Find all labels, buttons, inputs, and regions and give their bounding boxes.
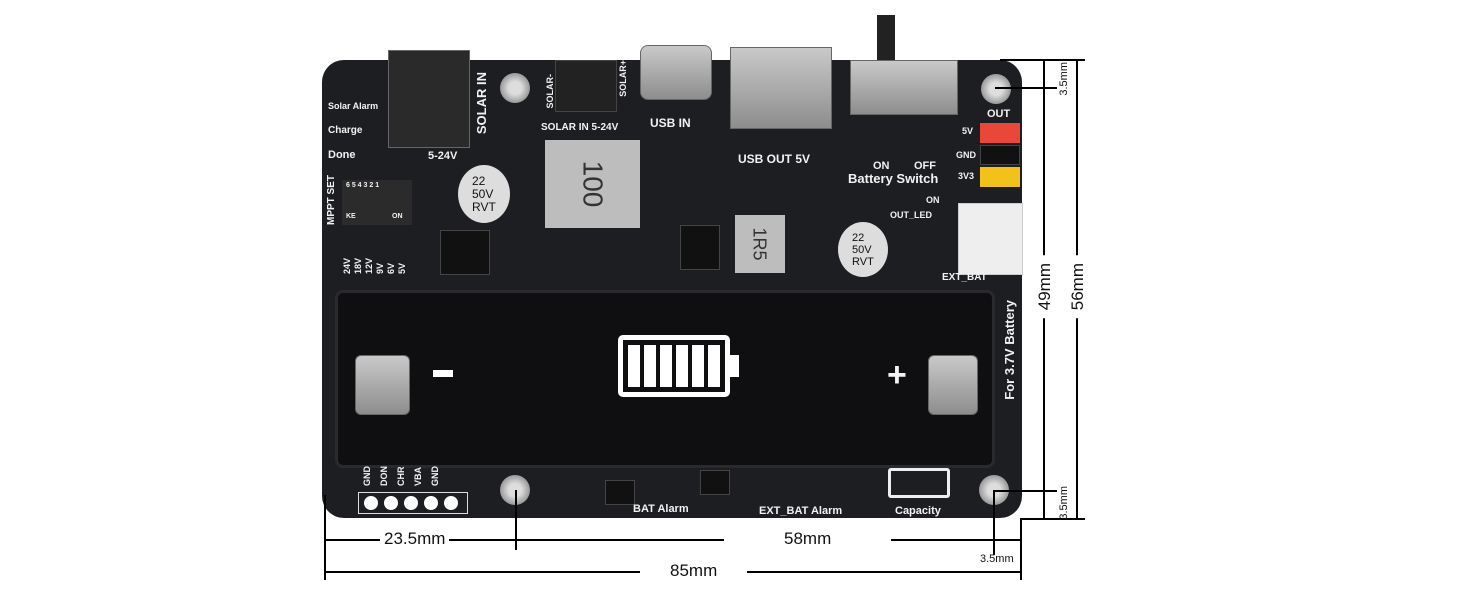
inductor-value: 100	[577, 160, 609, 208]
pin-header-5v[interactable]	[980, 123, 1020, 143]
dim-extension	[993, 490, 995, 555]
solar-minus-label: SOLAR-	[545, 74, 555, 109]
switch-off-label: OFF	[914, 160, 936, 172]
minus-sign	[433, 370, 453, 377]
dc-range-label: 5-24V	[428, 150, 458, 162]
cap-value: 22	[472, 174, 486, 188]
usb-out-label: USB OUT 5V	[738, 152, 811, 166]
header-pin-labels: GND DON CHR VBA GND	[362, 466, 440, 486]
inductor-1r5: 1R5	[735, 215, 785, 273]
pin-label: DON	[379, 466, 389, 486]
battery-label: For 3.7V Battery	[1002, 300, 1017, 400]
dim-extension	[1000, 59, 1085, 61]
cap-voltage: 50V	[472, 187, 494, 201]
done-label: Done	[328, 149, 356, 161]
mppt-24v: 24V	[342, 258, 352, 275]
usb-c-port	[640, 45, 712, 100]
battery-contact-negative	[355, 355, 410, 415]
mppt-voltages: 24V 18V 12V 9V 6V 5V	[342, 258, 407, 274]
battery-icon	[618, 335, 730, 397]
dim-height: 56mm	[1066, 255, 1090, 319]
dim-extension	[995, 87, 1057, 89]
out-led-label: OUT_LED	[890, 210, 933, 220]
ic-chip	[440, 230, 490, 275]
charge-label: Charge	[328, 125, 363, 136]
dim-extension	[995, 490, 1057, 492]
pin-5v-label: 5V	[962, 126, 974, 136]
cap-value: 22	[852, 232, 865, 244]
dip-numbers: 6 5 4 3 2 1	[346, 182, 380, 189]
mppt-9v: 9V	[375, 263, 385, 275]
dc-jack	[388, 50, 470, 148]
mounting-screw	[500, 73, 530, 103]
plus-sign: +	[887, 356, 907, 394]
dip-on-label: ON	[392, 213, 403, 220]
solar-plus-label: SOLAR+	[618, 60, 628, 97]
capacitor: 22 50V RVT	[458, 165, 510, 223]
inductor-value: 1R5	[750, 227, 770, 261]
battery-switch-label: Battery Switch	[848, 171, 939, 186]
dim-hole-to-top: 3.5mm	[1058, 62, 1070, 96]
mppt-dip-switch[interactable]	[342, 180, 412, 225]
solar-in-label: SOLAR IN	[474, 72, 489, 135]
ic-chip	[680, 225, 720, 270]
gpio-header[interactable]	[358, 492, 468, 514]
battery-holder	[335, 290, 995, 468]
cap-voltage: 50V	[852, 244, 872, 256]
solar-alarm-label: Solar Alarm	[328, 101, 379, 111]
capacity-led-bar	[888, 468, 950, 498]
cap-type: RVT	[472, 200, 496, 214]
ic-chip	[700, 470, 730, 495]
pin-label: GND	[362, 466, 372, 486]
switch-on-label: ON	[873, 160, 890, 172]
dim-hole-to-hole-y: 49mm	[1033, 255, 1057, 319]
pin-label: VBA	[413, 466, 423, 486]
usb-a-port	[730, 47, 832, 129]
ext-bat-label: EXT_BAT	[942, 272, 987, 283]
battery-contact-positive	[928, 355, 978, 415]
out-label: OUT	[987, 108, 1011, 120]
inductor-100: 100	[545, 140, 640, 228]
dim-extension	[1020, 518, 1022, 580]
ext-bat-alarm-label: EXT_BAT Alarm	[759, 505, 843, 517]
switch-knob[interactable]	[877, 15, 895, 65]
dim-width: 85mm	[640, 561, 748, 581]
dip-ke-label: KE	[346, 213, 356, 220]
pin-3v3-label: 3V3	[958, 171, 975, 181]
out-led-on-label: ON	[926, 195, 940, 205]
dim-hole-to-hole-x: 58mm	[724, 529, 892, 549]
dim-extension	[515, 490, 517, 550]
mppt-18v: 18V	[353, 258, 363, 275]
ext-bat-connector[interactable]	[958, 203, 1023, 275]
pin-header-3v3[interactable]	[980, 167, 1020, 187]
mounting-screw	[981, 74, 1011, 104]
dim-extension	[1020, 518, 1085, 520]
solar-in-range-label: SOLAR IN 5-24V	[541, 122, 619, 133]
capacitor: 22 50V RVT	[838, 222, 888, 277]
mppt-12v: 12V	[364, 258, 374, 275]
usb-in-label: USB IN	[650, 116, 691, 130]
mppt-set-label: MPPT SET	[326, 175, 337, 226]
mppt-5v: 5V	[397, 263, 407, 275]
bat-alarm-label: BAT Alarm	[633, 503, 689, 515]
pin-label: GND	[430, 466, 440, 486]
battery-icon-tip	[730, 355, 739, 377]
dim-extension	[324, 495, 326, 580]
solar-terminal-block	[555, 60, 617, 112]
pin-gnd-label: GND	[956, 150, 976, 160]
battery-switch[interactable]	[850, 60, 958, 115]
mppt-6v: 6V	[386, 263, 396, 275]
ic-chip	[605, 480, 635, 505]
pin-header-gnd[interactable]	[980, 145, 1020, 165]
dim-left-to-hole: 23.5mm	[380, 529, 450, 549]
capacity-label: Capacity	[895, 505, 941, 517]
cap-type: RVT	[852, 256, 874, 268]
dim-hole-to-edge-x: 3.5mm	[980, 553, 1014, 565]
dim-hole-to-bottom: 3.5mm	[1058, 486, 1070, 520]
pin-label: CHR	[396, 466, 406, 487]
